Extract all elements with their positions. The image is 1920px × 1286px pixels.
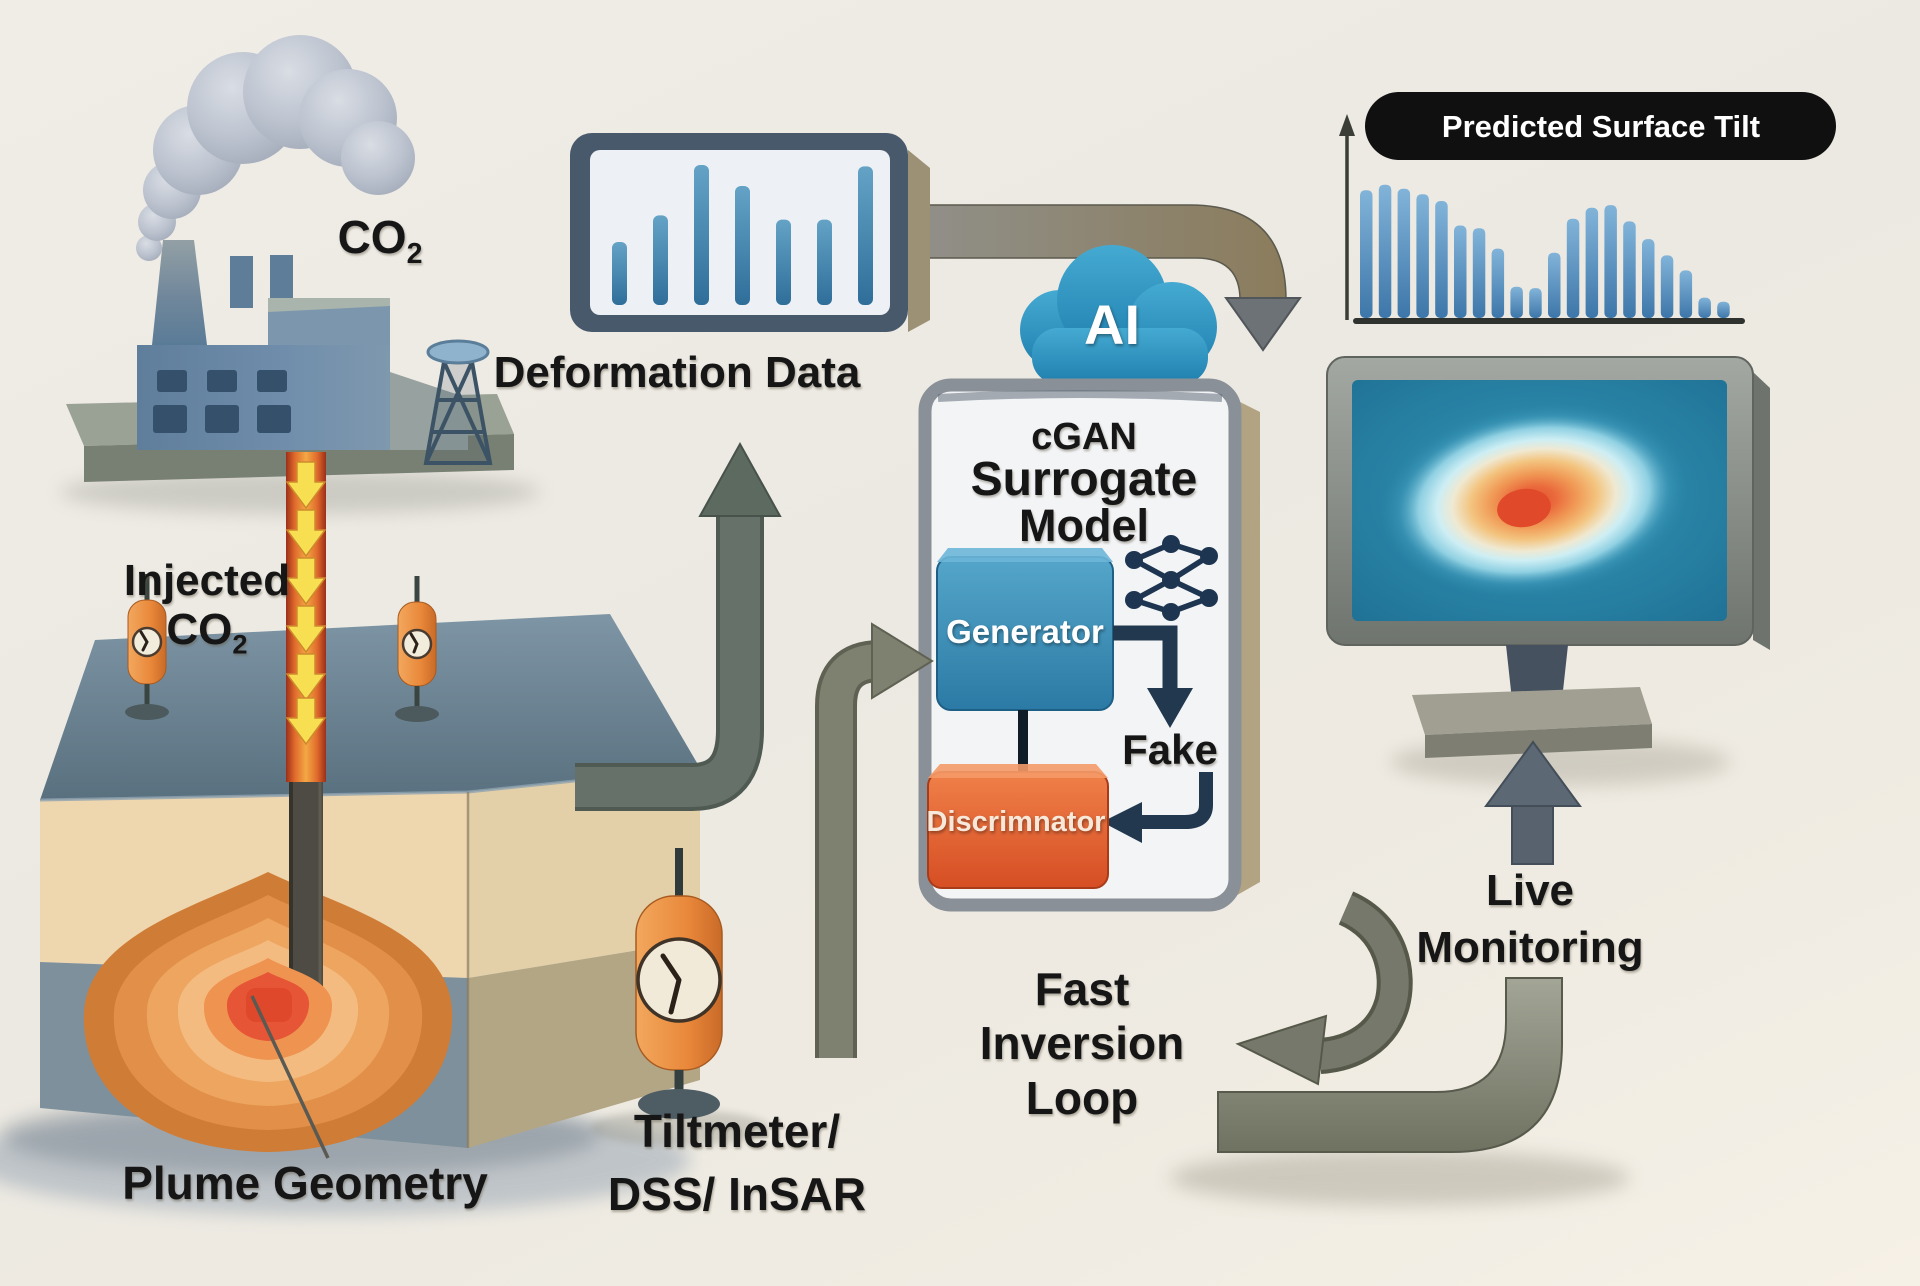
bar xyxy=(1378,184,1392,318)
monitor-stand xyxy=(1506,645,1568,700)
ai-label: AI xyxy=(1084,293,1140,356)
loop-entry-arrow xyxy=(815,622,934,1058)
right-arrowhead-icon xyxy=(871,622,934,700)
cgan-box-group xyxy=(918,378,1260,912)
plume-core xyxy=(203,958,333,1060)
bar xyxy=(612,242,627,305)
bar xyxy=(1585,207,1599,318)
injection-pipe-underground xyxy=(289,772,323,1000)
panel-side xyxy=(908,150,930,332)
bar xyxy=(1642,239,1655,318)
bar xyxy=(858,166,873,305)
tilt-axis-arrowhead-icon xyxy=(1339,114,1355,136)
down-arrowhead-icon xyxy=(1224,297,1302,352)
bar xyxy=(1435,201,1448,318)
left-arrowhead-icon xyxy=(1102,802,1142,843)
heatmap xyxy=(1379,403,1689,597)
tiltmeter-sensor-large xyxy=(635,848,723,1119)
bar xyxy=(1529,288,1542,318)
injected-co2-label: Injected CO2 xyxy=(123,556,291,660)
deformation-bars-chart xyxy=(612,165,873,305)
bar xyxy=(1472,228,1486,318)
factory-windows xyxy=(153,370,291,433)
bar xyxy=(1397,188,1411,318)
fast-inversion-loop-label: Fast Inversion Loop xyxy=(979,963,1185,1124)
generator-discriminator-link xyxy=(1018,710,1028,772)
monitor xyxy=(1326,356,1770,758)
bar xyxy=(1454,225,1467,318)
factory-illustration xyxy=(66,35,514,482)
bar xyxy=(817,219,832,305)
bar xyxy=(1698,297,1711,318)
bar xyxy=(653,215,668,305)
bar xyxy=(694,165,709,305)
bar xyxy=(1660,255,1674,318)
neural-network-icon xyxy=(1125,535,1218,621)
bar xyxy=(1510,286,1523,318)
factory-chimney xyxy=(152,240,207,345)
bar xyxy=(776,219,791,305)
discriminator-label: Discrimnator xyxy=(926,806,1106,838)
ai-cloud-icon xyxy=(1020,245,1217,384)
fake-arrowhead-icon xyxy=(1147,688,1193,728)
predicted-tilt-pill xyxy=(1365,92,1836,160)
deformation-data-label: Deformation Data xyxy=(493,348,861,397)
tiltmeter-dss-insar-label: Tiltmeter/ DSS/ InSAR xyxy=(607,1105,867,1221)
monitor-side xyxy=(1753,372,1770,650)
bar xyxy=(1623,221,1636,318)
bar xyxy=(1604,205,1617,318)
bar xyxy=(1548,252,1561,318)
predicted-surface-tilt-label: Predicted Surface Tilt xyxy=(1441,109,1761,144)
generator-label: Generator xyxy=(946,613,1104,650)
fake-label: Fake xyxy=(1122,726,1218,773)
ground-top-face xyxy=(40,614,700,800)
cgan-title: cGAN Surrogate Model xyxy=(970,416,1198,552)
bar xyxy=(1416,194,1429,318)
monitor-base-top xyxy=(1412,687,1652,735)
bar xyxy=(1679,270,1693,318)
generator-to-fake-arrow xyxy=(1113,625,1178,692)
fake-to-discriminator-arrow xyxy=(1140,772,1213,829)
sensor-data-up-arrow xyxy=(575,441,782,811)
tiltmeter-sensor-mid xyxy=(395,576,439,722)
bar xyxy=(1566,218,1580,318)
loop-pipe xyxy=(1217,977,1563,1153)
predicted-tilt-bars xyxy=(1360,184,1730,318)
plume-pointer-line xyxy=(250,995,330,1159)
monitor-base-front xyxy=(1425,724,1652,758)
injection-well xyxy=(285,452,327,782)
plume-geometry-label: Plume Geometry xyxy=(122,1157,488,1209)
live-monitoring-up-arrow xyxy=(1484,740,1582,865)
bar xyxy=(1717,301,1730,318)
co2-label: CO2 xyxy=(337,211,423,270)
predicted-tilt-chart xyxy=(1339,92,1836,324)
bar xyxy=(1360,190,1373,318)
co2-flow-arrows xyxy=(285,461,327,746)
derrick-tower xyxy=(423,339,493,465)
bar xyxy=(1491,248,1505,318)
up-arrowhead-icon xyxy=(698,441,782,517)
loop-return-arrow xyxy=(1235,891,1413,1086)
tiltmeter-sensor-left xyxy=(125,574,169,720)
live-monitoring-label: Live Monitoring xyxy=(1416,866,1644,973)
bar xyxy=(735,186,750,305)
downleft-arrowhead-icon xyxy=(1235,1014,1328,1086)
up-arrowhead2-icon xyxy=(1484,740,1582,807)
smoke-cloud xyxy=(136,35,415,261)
